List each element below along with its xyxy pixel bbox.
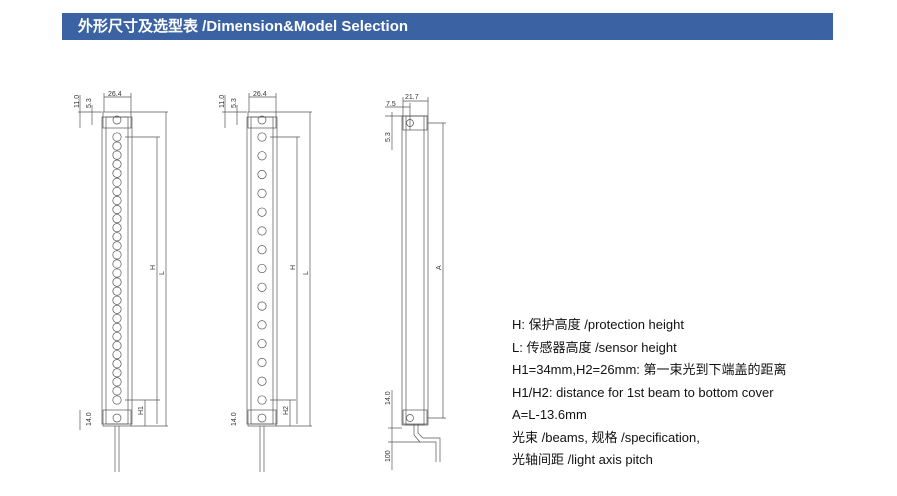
dim-label: 7.5 [386, 101, 396, 108]
beam-lens [112, 277, 122, 287]
beam-lens [257, 301, 267, 311]
dim-label: H1 [138, 406, 145, 415]
dim-label: L [303, 271, 310, 275]
beam-lens [112, 232, 122, 242]
note-item: L: 传感器高度 /sensor height [512, 339, 677, 355]
note-item: H1/H2: distance for 1st beam to bottom c… [512, 384, 774, 400]
dim-label: H [150, 265, 157, 270]
width-label: 21.7 [405, 94, 419, 101]
beam-lens [112, 322, 122, 332]
beam-lens [257, 376, 267, 386]
note-item: A=L-13.6mm [512, 407, 587, 422]
sensor-drawing-1: 26.4 11.0 5.3 H L H1 14.0 [74, 91, 168, 472]
beam-lens [112, 250, 122, 260]
beam-lens [112, 177, 122, 187]
beam-lens [112, 395, 122, 405]
screw-icon [257, 115, 267, 125]
dim-label: 14.0 [385, 391, 392, 405]
dim-label: L [159, 271, 166, 275]
note-item: H: 保护高度 /protection height [512, 317, 684, 332]
beam-lens [257, 226, 267, 236]
beam-lens [257, 245, 267, 255]
note-item: H1=34mm,H2=26mm: 第一束光到下端盖的距离 [512, 362, 787, 377]
beam-lens [112, 359, 122, 369]
beam-lens [257, 132, 267, 142]
beam-lens [112, 205, 122, 215]
notes-list: H: 保护高度 /protection height L: 传感器高度 /sen… [512, 314, 787, 472]
beam-lens [257, 339, 267, 349]
beam-lens [112, 214, 122, 224]
sensor-drawing-3-side: 21.7 7.5 5.3 A 14.0 100 [385, 94, 446, 470]
beam-lens [257, 170, 267, 180]
beam-lens [257, 357, 267, 367]
beam-lens [112, 386, 122, 396]
screw-icon [112, 115, 122, 125]
beam-lens [112, 350, 122, 360]
width-label: 26.4 [108, 91, 122, 98]
beam-lens [257, 320, 267, 330]
note-item: 光轴间距 /light axis pitch [512, 452, 653, 467]
dim-label: H2 [283, 406, 290, 415]
dim-label: 5.3 [385, 132, 392, 142]
bottom-cap [102, 409, 132, 427]
beam-lens [112, 132, 122, 142]
beam-lens [257, 151, 267, 161]
dim-label: 100 [385, 450, 392, 462]
dim-label: 5.3 [86, 98, 93, 108]
beam-lens [112, 268, 122, 278]
beam-lens [112, 313, 122, 323]
beam-lens [112, 195, 122, 206]
beam-lens [257, 263, 267, 274]
dim-label: 14.0 [231, 412, 238, 426]
beam-lens [112, 295, 122, 305]
beam-lens [112, 341, 122, 351]
screw-icon [406, 414, 414, 422]
beam-lens [112, 259, 122, 269]
dim-label: 11.0 [219, 95, 226, 108]
beam-lens [112, 286, 122, 296]
beam-lens [257, 188, 267, 198]
note-item: 光束 /beams, 规格 /specification, [512, 429, 700, 445]
beam-lens [112, 304, 122, 314]
screw-icon [112, 413, 122, 423]
beam-lens [257, 395, 267, 405]
beam-lens [112, 377, 122, 387]
dim-label: A [436, 265, 443, 270]
beam-lens [112, 331, 122, 342]
screw-icon [257, 413, 267, 423]
beam-lens [112, 223, 122, 233]
beam-lens [112, 368, 122, 378]
width-label: 26.4 [253, 91, 267, 98]
dim-label: 14.0 [86, 412, 93, 426]
top-cap [102, 111, 132, 129]
beam-lens [112, 168, 122, 178]
beam-lens [112, 159, 122, 169]
dim-label: 11.0 [74, 95, 81, 108]
beam-lens [112, 150, 122, 160]
beam-lens [257, 207, 267, 217]
dim-label: H [290, 265, 297, 270]
beam-lens [112, 141, 122, 151]
section-header: 外形尺寸及选型表 /Dimension&Model Selection [62, 13, 833, 40]
dim-label: 5.3 [231, 98, 238, 108]
beam-lens [112, 241, 122, 251]
beam-lens [257, 282, 267, 292]
sensor-drawing-2: 26.4 11.0 5.3 H L H2 14.0 [219, 91, 312, 472]
beam-lens [112, 186, 122, 196]
